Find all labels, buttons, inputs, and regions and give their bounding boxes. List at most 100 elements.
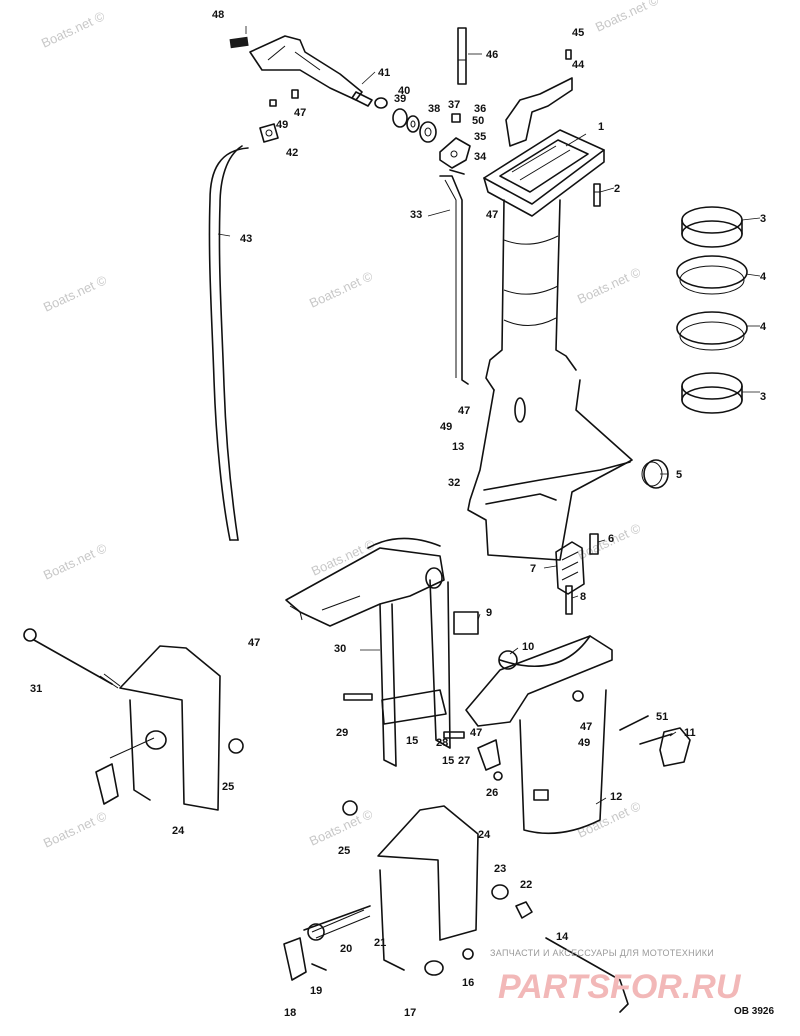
callout-47: 47 bbox=[458, 405, 470, 417]
throttle-bracket-part bbox=[439, 137, 471, 175]
nut-washer-part bbox=[491, 884, 533, 919]
callout-12: 12 bbox=[610, 791, 622, 803]
transom-bracket-left-part bbox=[95, 645, 244, 811]
callout-44: 44 bbox=[572, 59, 585, 71]
callout-42: 42 bbox=[286, 147, 298, 159]
watermark-text: Boats.net © bbox=[593, 0, 661, 35]
callout-41: 41 bbox=[378, 67, 390, 79]
clamp-screw-left-part bbox=[23, 628, 121, 689]
callout-15: 15 bbox=[406, 735, 418, 747]
callout-43: 43 bbox=[240, 233, 252, 245]
callout-51: 51 bbox=[656, 711, 668, 723]
tilt-lever-part bbox=[343, 693, 503, 781]
link-rod-part bbox=[439, 175, 469, 385]
callout-18: 18 bbox=[284, 1007, 296, 1019]
callout-49: 49 bbox=[440, 421, 452, 433]
pin-and-plate-part bbox=[555, 533, 599, 615]
callout-39: 39 bbox=[394, 93, 406, 105]
callout-47: 47 bbox=[248, 637, 260, 649]
callout-45: 45 bbox=[572, 27, 584, 39]
stern-bracket-part bbox=[465, 635, 613, 835]
callout-24: 24 bbox=[172, 825, 185, 837]
callout-17: 17 bbox=[404, 1007, 416, 1019]
callout-6: 6 bbox=[608, 533, 614, 545]
callout-7: 7 bbox=[530, 563, 536, 575]
pad-part bbox=[453, 611, 479, 635]
callout-4: 4 bbox=[760, 271, 767, 283]
callout-28: 28 bbox=[436, 737, 448, 749]
callout-15: 15 bbox=[442, 755, 454, 767]
small-fasteners-part bbox=[259, 89, 461, 143]
callout-16: 16 bbox=[462, 977, 474, 989]
leader-lines bbox=[217, 26, 761, 805]
callout-49: 49 bbox=[276, 119, 288, 131]
callout-34: 34 bbox=[474, 151, 487, 163]
callout-29: 29 bbox=[336, 727, 348, 739]
callout-40: 40 bbox=[398, 85, 410, 97]
brand-caption: ЗАПЧАСТИ И АКСЕССУАРЫ ДЛЯ МОТОТЕХНИКИ bbox=[490, 948, 714, 958]
watermark-text: Boats.net © bbox=[41, 540, 109, 583]
callout-25: 25 bbox=[338, 845, 350, 857]
callout-35: 35 bbox=[474, 131, 486, 143]
callout-36: 36 bbox=[474, 103, 486, 115]
callout-21: 21 bbox=[374, 937, 386, 949]
callout-3: 3 bbox=[760, 213, 766, 225]
pin-part bbox=[457, 27, 572, 85]
exhaust-housing-part bbox=[467, 129, 633, 561]
callout-37: 37 bbox=[448, 99, 460, 111]
watermark-text: Boats.net © bbox=[41, 808, 109, 851]
watermark-text: Boats.net © bbox=[41, 272, 109, 315]
callout-47: 47 bbox=[470, 727, 482, 739]
callout-11: 11 bbox=[684, 727, 696, 739]
tiller-handle-part bbox=[229, 35, 388, 109]
callout-8: 8 bbox=[580, 591, 586, 603]
bushing-rings-part bbox=[676, 206, 748, 414]
callout-20: 20 bbox=[340, 943, 352, 955]
callout-30: 30 bbox=[334, 643, 346, 655]
callout-47: 47 bbox=[294, 107, 306, 119]
callout-23: 23 bbox=[494, 863, 506, 875]
shift-cable-part bbox=[208, 145, 249, 541]
brand-logo: PARTSFOR.RU bbox=[498, 968, 742, 1006]
watermark-text: Boats.net © bbox=[309, 536, 377, 579]
callout-19: 19 bbox=[310, 985, 322, 997]
swivel-bracket-part bbox=[285, 537, 451, 767]
watermark-text: Boats.net © bbox=[575, 798, 643, 841]
callout-13: 13 bbox=[452, 441, 464, 453]
callout-50: 50 bbox=[472, 115, 484, 127]
callout-47: 47 bbox=[580, 721, 592, 733]
washer-stack-part bbox=[392, 108, 437, 143]
callout-46: 46 bbox=[486, 49, 498, 61]
cover-plate-part bbox=[505, 77, 573, 147]
callout-47: 47 bbox=[486, 209, 498, 221]
callout-1: 1 bbox=[598, 121, 604, 133]
callout-31: 31 bbox=[30, 683, 42, 695]
callout-4: 4 bbox=[760, 321, 767, 333]
transom-bracket-right-part bbox=[283, 800, 479, 981]
watermark-text: Boats.net © bbox=[39, 8, 107, 51]
watermark-text: Boats.net © bbox=[575, 264, 643, 307]
callout-3: 3 bbox=[760, 391, 766, 403]
callout-5: 5 bbox=[676, 469, 682, 481]
callout-27: 27 bbox=[458, 755, 470, 767]
clamp-screw-part bbox=[619, 715, 691, 767]
watermark-text: Boats.net © bbox=[307, 806, 375, 849]
callout-26: 26 bbox=[486, 787, 498, 799]
callout-2: 2 bbox=[614, 183, 620, 195]
callout-14: 14 bbox=[556, 931, 569, 943]
watermark-text: Boats.net © bbox=[307, 268, 375, 311]
tilt-rod-part bbox=[545, 937, 629, 1013]
callout-32: 32 bbox=[448, 477, 460, 489]
callout-9: 9 bbox=[486, 607, 492, 619]
callout-33: 33 bbox=[410, 209, 422, 221]
callout-38: 38 bbox=[428, 103, 440, 115]
callout-24: 24 bbox=[478, 829, 491, 841]
watermark-layer: Boats.net © Boats.net © Boats.net © Boats.n… bbox=[39, 0, 661, 851]
callout-10: 10 bbox=[522, 641, 534, 653]
callout-48: 48 bbox=[212, 9, 224, 21]
callout-25: 25 bbox=[222, 781, 234, 793]
diagram-code: OB 3926 bbox=[734, 1006, 774, 1017]
callout-49: 49 bbox=[578, 737, 590, 749]
